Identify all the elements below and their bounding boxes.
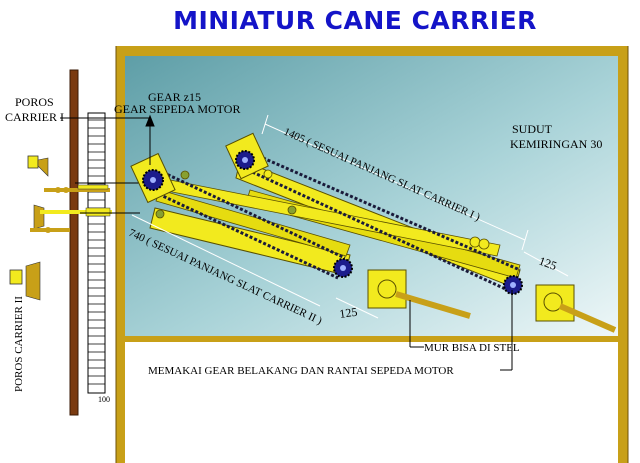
scale-100-label: 100 <box>98 395 110 404</box>
poros-carrier-1-label-line2: CARRIER I <box>5 110 64 124</box>
reference-lines <box>60 117 150 214</box>
chain-carrier-2 <box>144 162 346 280</box>
vertical-post <box>69 69 79 416</box>
gear-z15-label: GEAR z15 <box>148 90 201 104</box>
poros-carrier-1-label-line1: POROS <box>15 95 54 109</box>
memakai-label: MEMAKAI GEAR BELAKANG DAN RANTAI SEPEDA … <box>148 365 454 377</box>
bearing-mid <box>367 269 407 309</box>
poros-carrier-2-shaft <box>9 227 70 301</box>
mur-label: MUR BISA DI STEL <box>424 342 520 354</box>
bearing-right <box>535 284 575 322</box>
adjusting-screw-mid <box>395 291 471 319</box>
chain-carrier-1 <box>239 146 521 294</box>
wooden-frame <box>115 46 629 463</box>
ladder-scale <box>87 112 106 394</box>
gear-z15-icon <box>142 169 164 191</box>
dimension-lines <box>131 114 569 319</box>
poros-carrier-2-label: POROS CARRIER II <box>13 296 25 392</box>
dim-125-right-label: 125 <box>537 254 559 273</box>
sudut-label-line2: KEMIRINGAN 30 <box>510 137 602 151</box>
gear-motor-label: GEAR SEPEDA MOTOR <box>114 102 240 116</box>
gear-mid-icon <box>333 258 353 278</box>
rollers <box>155 169 490 250</box>
sudut-label-line1: SUDUT <box>512 122 553 136</box>
dim-125-left-label: 125 <box>338 305 358 321</box>
poros-carrier-1-shaft <box>27 155 110 193</box>
adjusting-screw-right <box>558 303 617 333</box>
gear-top-icon <box>235 150 255 170</box>
gear-right-icon <box>503 275 523 295</box>
middle-shaft <box>33 204 112 230</box>
page-title: MINIATUR CANE CARRIER <box>173 6 537 35</box>
leader-arrows <box>145 114 513 371</box>
